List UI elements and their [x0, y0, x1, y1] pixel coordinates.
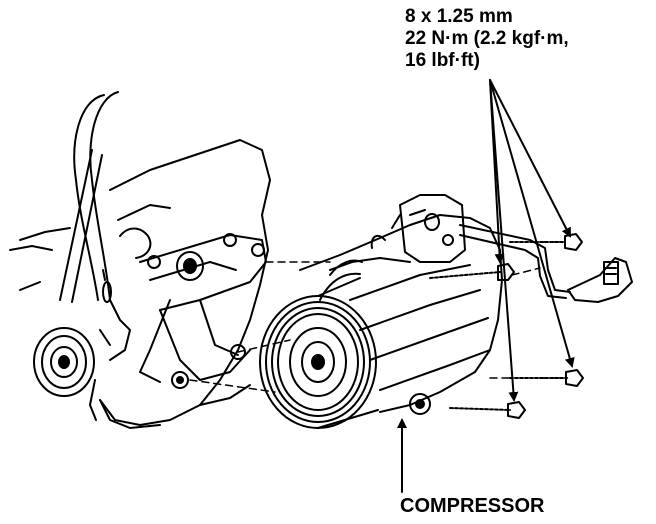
torque-value-text-cont: 16 lbf·ft) — [405, 50, 480, 71]
electrical-connector — [567, 257, 633, 303]
bolt-upper-middle — [429, 263, 515, 281]
bolt-torque-spec: 8 x 1.25 mm 22 N·m (2.2 kgf·m, 16 lbf·ft… — [405, 6, 569, 72]
mounting-bolts — [429, 233, 584, 419]
torque-value-text: 22 N·m (2.2 kgf·m, — [405, 28, 569, 49]
bolt-upper-right — [509, 233, 583, 251]
crankshaft-pulley — [33, 327, 95, 397]
compressor-bracket — [139, 233, 267, 389]
bolt-lower-right — [509, 369, 584, 387]
bolt-size-text: 8 x 1.25 mm — [405, 6, 513, 27]
bolt-lower — [449, 401, 526, 419]
engine-block-drawing — [9, 91, 271, 429]
clutch-pulley — [259, 277, 379, 429]
torque-leader-arrows — [489, 79, 575, 402]
compressor-label: COMPRESSOR — [400, 495, 545, 517]
compressor-drawing — [259, 194, 633, 429]
